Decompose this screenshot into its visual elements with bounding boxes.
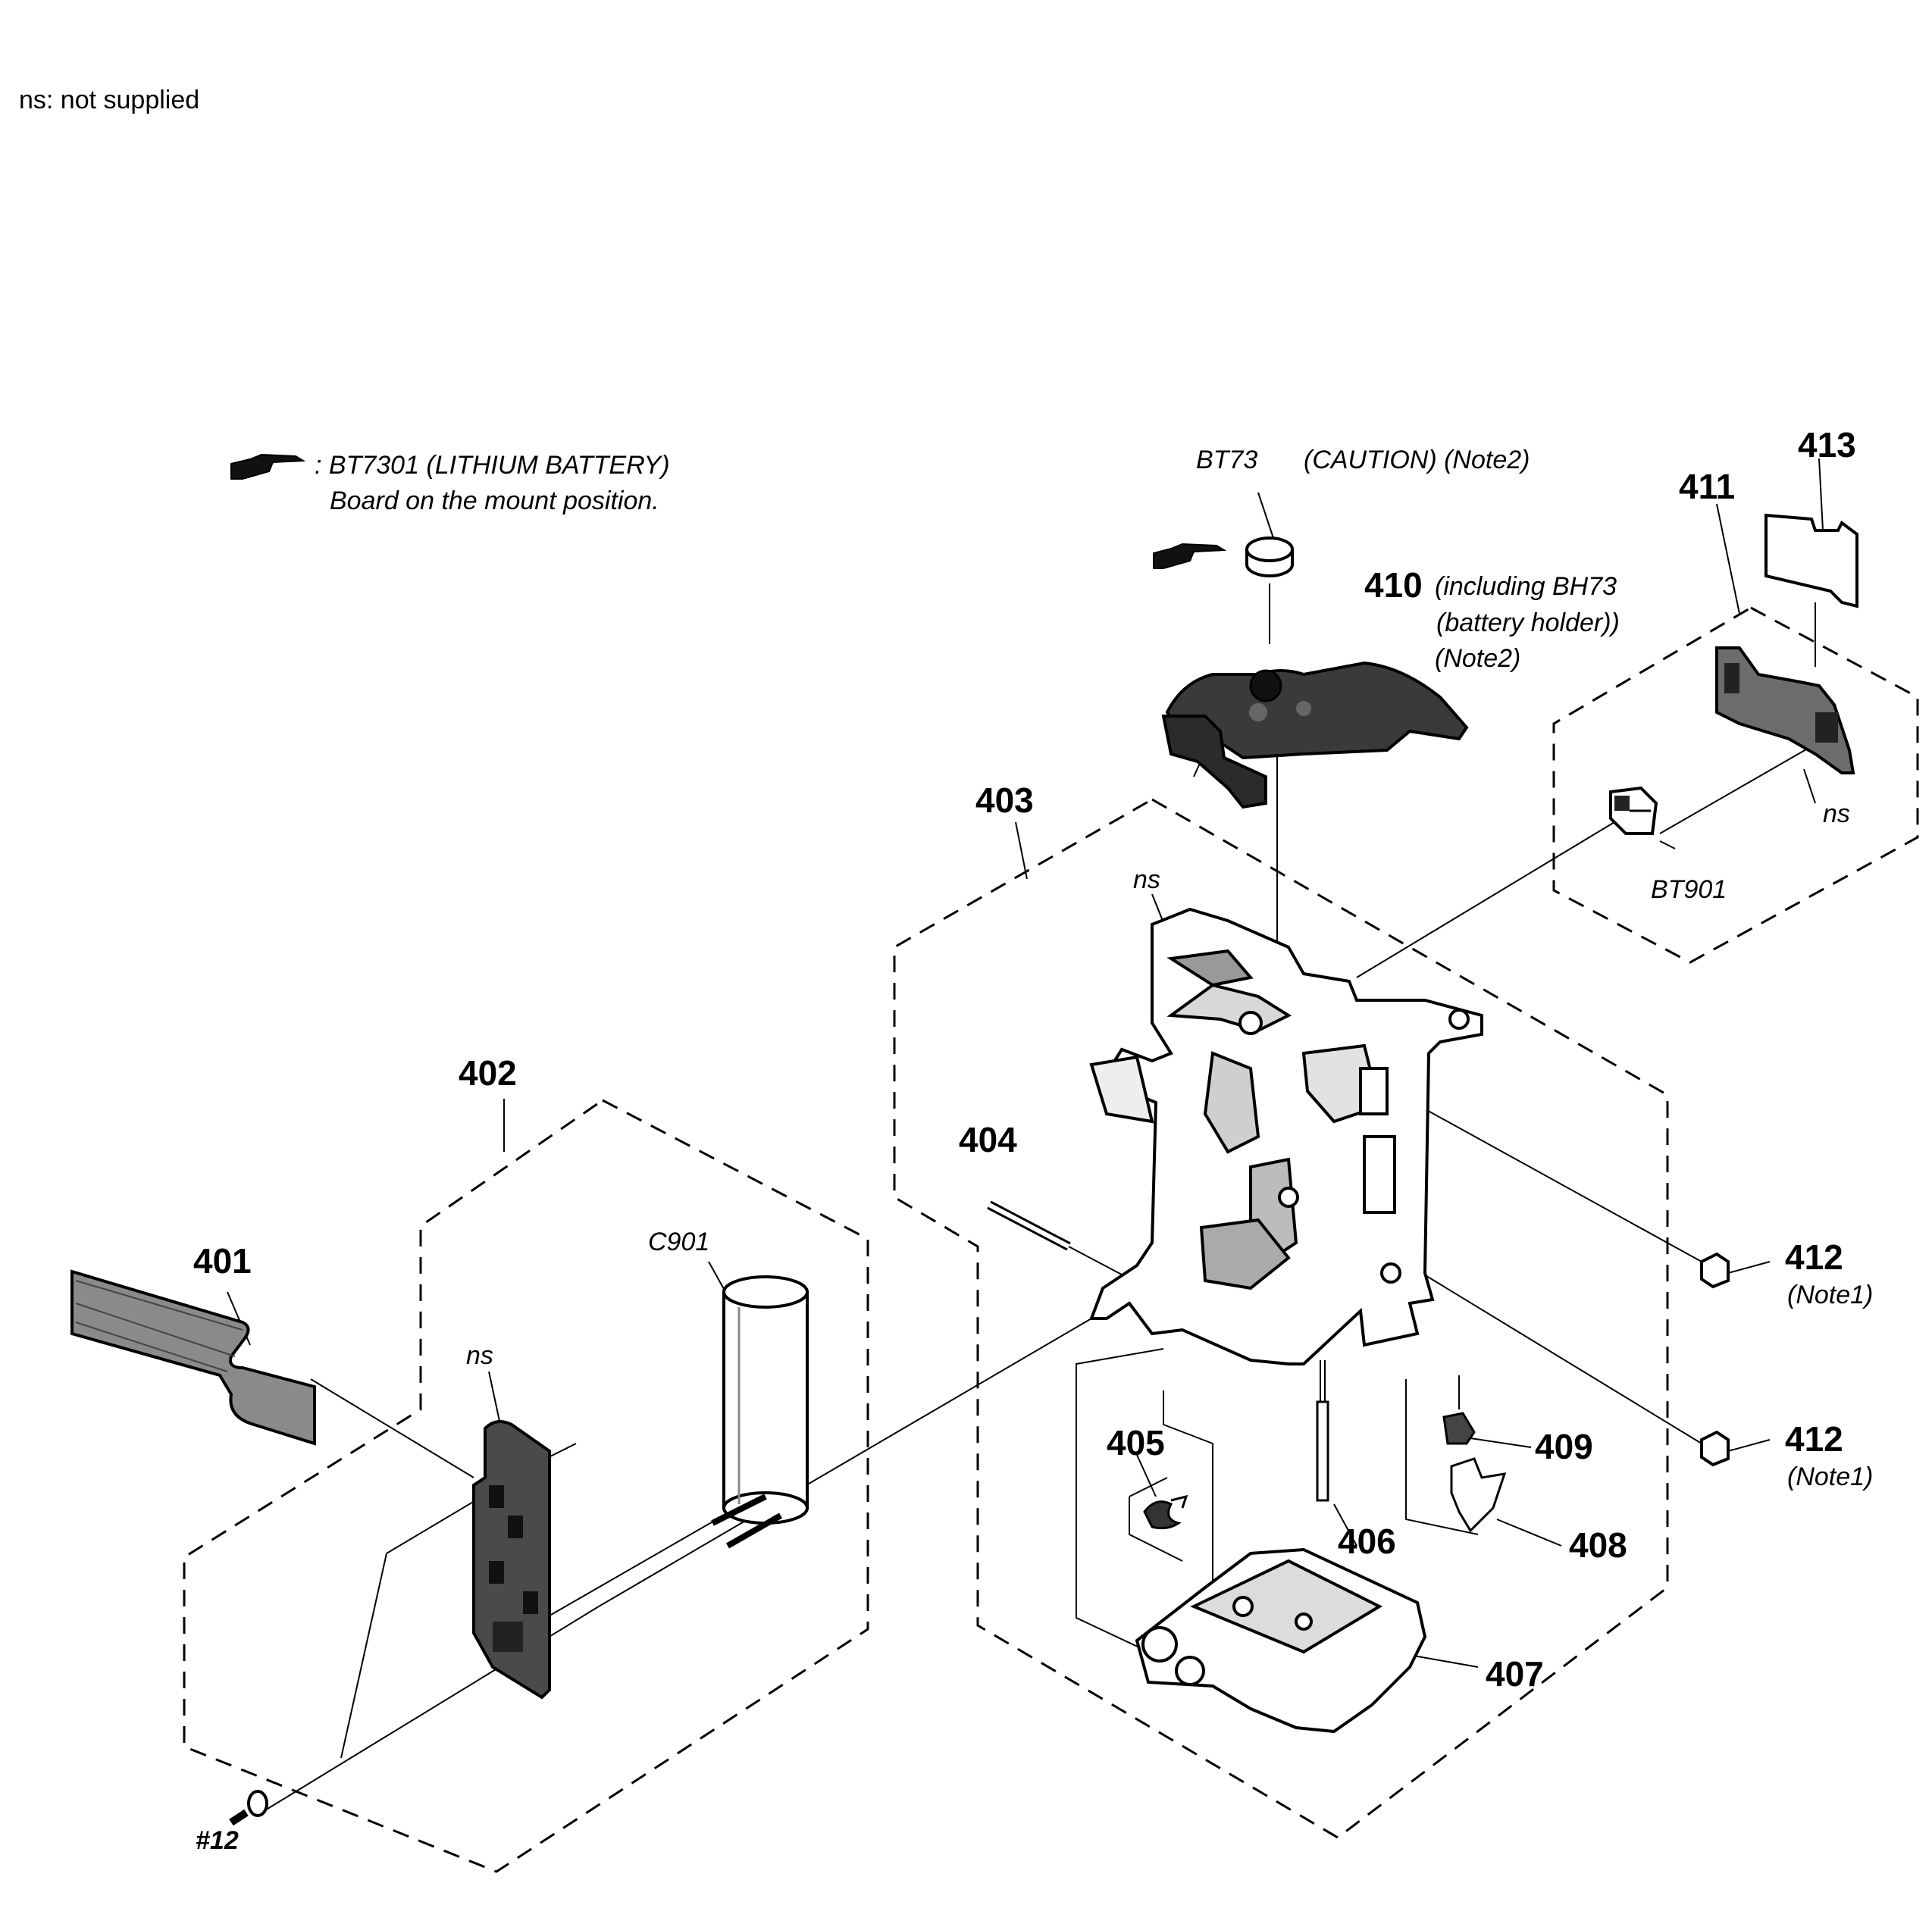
part-label-412-upper: 412: [1785, 1237, 1843, 1277]
pointing-hand-icon-bt73: [1153, 543, 1227, 569]
part-label-408: 408: [1569, 1525, 1627, 1565]
part-409-spring: [1442, 1412, 1476, 1445]
screw-label: #12: [196, 1826, 239, 1855]
note1-label-lower: (Note1): [1787, 1462, 1873, 1491]
screw-12-icon: [229, 1790, 268, 1826]
part-403-main-frame: [1089, 907, 1483, 1365]
part-label-409: 409: [1535, 1427, 1593, 1466]
part-label-405: 405: [1107, 1423, 1165, 1462]
bt73-label: BT73: [1196, 446, 1257, 474]
part-407-bottom-cover: [1135, 1547, 1427, 1734]
bt901-battery-connector: [1609, 786, 1658, 835]
part-label-406: 406: [1338, 1522, 1396, 1561]
part-label-410: 410: [1364, 565, 1423, 605]
part-label-413: 413: [1798, 425, 1856, 465]
part-label-404: 404: [959, 1120, 1017, 1159]
part-label-401: 401: [193, 1241, 252, 1281]
part-410-note-line2: (battery holder)): [1436, 608, 1620, 637]
part-410-note-line3: (Note2): [1435, 644, 1520, 673]
ns-label-411: ns: [1823, 799, 1850, 828]
part-label-412-lower: 412: [1785, 1419, 1843, 1459]
part-411-board: [1715, 646, 1855, 774]
assembly-boundaries: [183, 606, 1919, 1873]
part-label-411: 411: [1679, 467, 1735, 506]
group-411-boundary: [1552, 606, 1919, 964]
part-label-407: 407: [1486, 1654, 1544, 1694]
part-405-spring: [1143, 1494, 1188, 1530]
ns-label-402: ns: [466, 1341, 493, 1370]
caution-label: (CAUTION) (Note2): [1304, 446, 1530, 474]
part-406-pin: [1316, 1400, 1329, 1502]
part-412-nut-icon-2: [1700, 1430, 1730, 1467]
part-401-flex-cable: [70, 1269, 316, 1446]
part-412-nut-icon: [1700, 1252, 1730, 1289]
ns-label-403: ns: [1133, 865, 1160, 894]
part-408-lever: [1450, 1457, 1507, 1533]
bt901-label: BT901: [1651, 875, 1727, 904]
part-404-shaft: [987, 1200, 1071, 1251]
c901-label: C901: [648, 1228, 709, 1256]
bt73-coin-battery: [1245, 536, 1294, 577]
leader-lines: [227, 458, 1824, 1816]
c901-capacitor: [711, 1275, 809, 1549]
group-403-boundary: [893, 798, 1669, 1839]
battery-note-line1: : BT7301 (LITHIUM BATTERY): [315, 451, 670, 480]
part-label-402: 402: [459, 1053, 517, 1093]
note1-label-upper: (Note1): [1787, 1281, 1873, 1309]
part-402-board: [472, 1420, 551, 1700]
part-410-battery-holder: [1161, 661, 1469, 809]
part-410-note-line1: (including BH73: [1435, 572, 1617, 601]
group-402-boundary: [183, 1099, 869, 1873]
part-label-403: 403: [975, 780, 1034, 820]
pointing-hand-icon: [230, 453, 306, 480]
legend-not-supplied: ns: not supplied: [19, 86, 199, 114]
battery-note-line2: Board on the mount position.: [330, 486, 659, 515]
part-413-plate: [1764, 513, 1858, 608]
